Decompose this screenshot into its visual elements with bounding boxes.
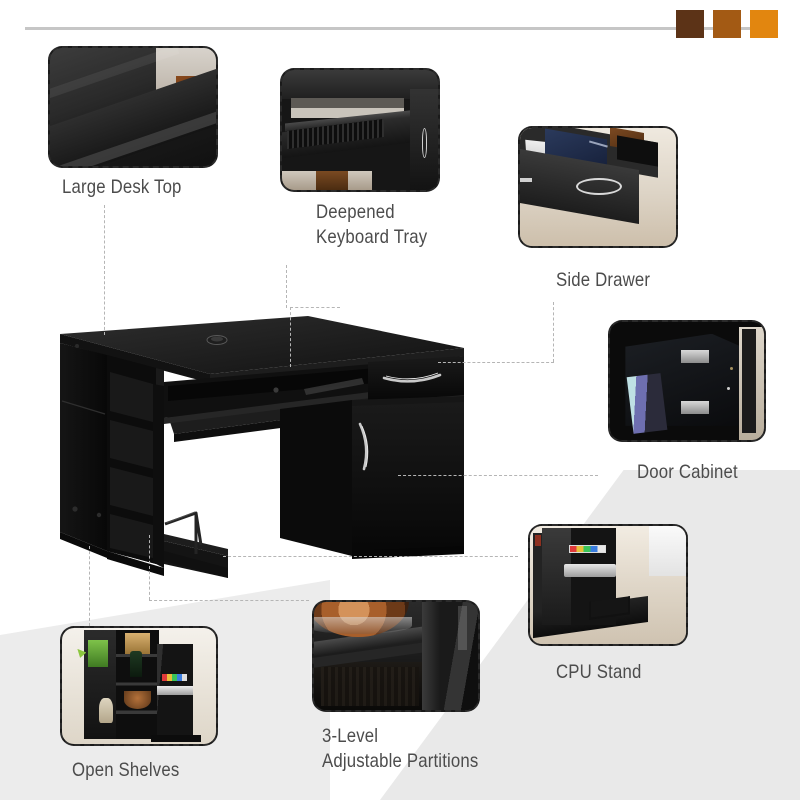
side-drawer-handle-shine — [385, 372, 439, 380]
connector-keyboard-tray-h — [290, 307, 340, 308]
desk-left-side-panel — [60, 343, 107, 551]
feature-inset-open-shelves[interactable] — [60, 626, 218, 746]
apron-rail — [304, 378, 364, 395]
apron-screw — [273, 387, 279, 393]
cabinet-left-return-panel — [280, 400, 352, 556]
photo-large-desk-top — [50, 48, 216, 166]
photo-deepened-keyboard-tray — [282, 70, 438, 190]
left-panel-foot — [60, 532, 107, 558]
color-swatch-group — [676, 10, 778, 38]
connector-side-drawer-v — [553, 302, 554, 362]
product-illustration-computer-desk — [52, 306, 472, 606]
swatch-dark-brown — [676, 10, 704, 38]
connector-large-desk-top — [104, 205, 105, 335]
feature-label-side-drawer: Side Drawer — [556, 269, 651, 291]
feature-inset-door-cabinet[interactable] — [608, 320, 766, 442]
connector-cpu-stand-h — [223, 556, 518, 557]
desk-top-left-edge — [60, 334, 210, 383]
connector-partitions-h — [149, 600, 309, 601]
photo-three-level-partitions — [314, 602, 478, 710]
cpu-stand-rail — [164, 511, 203, 554]
feature-inset-three-level-partitions[interactable] — [312, 600, 480, 712]
cabinet-door-face — [352, 402, 464, 556]
swatch-medium-brown — [713, 10, 741, 38]
feature-label-cpu-stand: CPU Stand — [556, 661, 642, 683]
left-panel-seam — [61, 400, 106, 415]
feature-label-three-level-partitions: 3-Level Adjustable Partitions — [322, 725, 479, 772]
shelf-cube-1 — [110, 372, 153, 422]
left-panel-peg-2 — [96, 512, 102, 518]
cabinet-door-handle-shine — [361, 425, 369, 468]
desk-top-surface — [60, 316, 464, 374]
side-drawer-handle — [382, 373, 442, 383]
header-divider-line — [25, 27, 775, 30]
connector-keyboard-tray-v2 — [290, 307, 291, 367]
cpu-stand-rail-highlight — [165, 511, 196, 524]
left-panel-peg-1 — [72, 506, 78, 512]
photo-side-drawer — [520, 128, 676, 246]
keyboard-tray-slide — [164, 392, 370, 424]
open-shelf-right-wall — [153, 384, 164, 568]
photo-open-shelves — [62, 628, 216, 744]
feature-label-door-cabinet: Door Cabinet — [637, 461, 738, 483]
cabinet-base — [352, 546, 464, 559]
photo-cpu-stand — [530, 526, 686, 644]
connector-keyboard-tray-v1 — [286, 265, 287, 308]
shelf-cube-2 — [110, 420, 153, 469]
connector-open-shelves-v — [89, 546, 90, 626]
shelf-cube-4 — [110, 514, 153, 558]
connector-partitions-v — [149, 535, 150, 600]
shelf-cube-3 — [110, 467, 153, 516]
left-panel-peg-3 — [75, 344, 79, 348]
side-drawer-face — [368, 356, 464, 402]
connector-door-cabinet-h — [398, 475, 598, 476]
photo-door-cabinet — [610, 322, 764, 440]
feature-label-deepened-keyboard-tray: Deepened Keyboard Tray — [316, 201, 428, 248]
feature-inset-cpu-stand[interactable] — [528, 524, 688, 646]
swatch-orange — [750, 10, 778, 38]
cable-grommet-inner — [211, 336, 223, 342]
cpu-stand-deck — [164, 551, 228, 578]
cabinet-door-handle — [358, 422, 368, 471]
open-shelf-cubes — [110, 372, 153, 558]
feature-label-open-shelves: Open Shelves — [72, 759, 180, 781]
feature-inset-deepened-keyboard-tray[interactable] — [280, 68, 440, 192]
feature-label-large-desk-top: Large Desk Top — [62, 176, 182, 198]
feature-inset-large-desk-top[interactable] — [48, 46, 218, 168]
connector-side-drawer-h — [438, 362, 554, 363]
feature-inset-side-drawer[interactable] — [518, 126, 678, 248]
